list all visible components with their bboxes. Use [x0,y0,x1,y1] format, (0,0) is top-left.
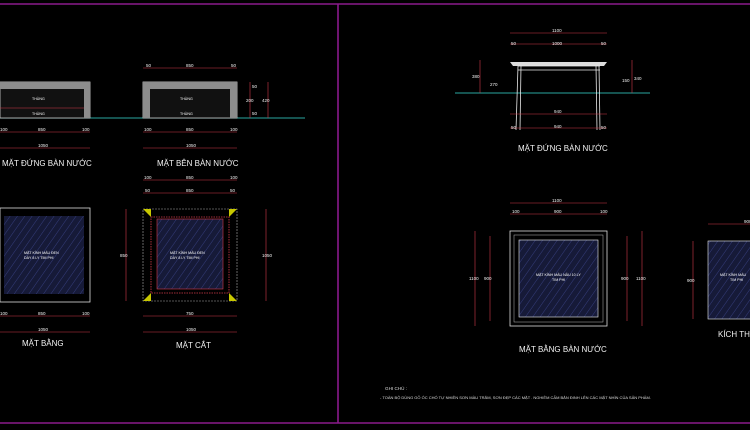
dim: 900 [621,276,629,281]
glass-label: TIM PHI [730,278,743,282]
side-elevation: THÙNG THÙNG 50 850 50 100 850 100 1050 5… [142,63,270,168]
dim: 50 [252,84,258,89]
title-right-plan: MẶT BẰNG BÀN NƯỚC [519,345,607,354]
dim: 900 [554,209,562,214]
dim: 850 [38,127,46,132]
dim: 50 [145,188,151,193]
dim: 50 [511,125,517,130]
dim: 1050 [38,143,49,148]
dim: 1000 [552,41,563,46]
dim: 100 [82,127,90,132]
dim: 270 [490,82,498,87]
label-thung-top: THÙNG [32,96,45,101]
front-elevation: THÙNG THÙNG 100 850 100 1050 MẶT ĐỨNG BÀ… [0,81,305,168]
glass-label: TIM PHI [552,278,565,282]
dim: 1050 [262,253,273,258]
dim: 850 [120,253,128,258]
dim: 900 [744,219,750,224]
dim: 900 [687,278,695,283]
dim: 1100 [636,276,646,281]
right-plan: MẶT KÍNH MÀU NÂU 10 LY TIM PHI 1100 100 … [469,198,646,354]
dim: 850 [186,127,194,132]
label-thung-bottom: THÙNG [32,111,45,116]
partial-view: MẶT KÍNH MÀU TIM PHI 900 900 KÍCH THƯ [687,219,750,339]
dim: 100 [0,311,8,316]
dim: 1050 [186,327,197,332]
label-thung-bottom: THÙNG [180,111,193,116]
label-thung-top: THÙNG [180,96,193,101]
title-plan: MẶT BẰNG [22,339,64,348]
dim: 750 [186,311,194,316]
dim: 940 [554,124,562,129]
title-right-elevation: MẶT ĐỨNG BÀN NƯỚC [518,144,608,153]
dim: 150 [622,78,630,83]
dim: 1050 [38,327,49,332]
dim: 100 [144,127,152,132]
dim: 1100 [469,276,479,281]
dim: 50 [230,188,236,193]
dim: 850 [186,188,194,193]
dim: 940 [554,109,562,114]
dim: 50 [511,41,517,46]
dim: 850 [186,175,194,180]
glass-label: MẶT KÍNH MÀU ĐEN [170,251,205,255]
dim: 100 [230,175,238,180]
dim: 380 [472,74,480,79]
right-elevation: 1100 50 1000 50 940 50 940 50 380 270 15… [455,28,650,153]
dim: 100 [82,311,90,316]
plan-view: MẶT KÍNH MÀU ĐEN DÀY 8 LY TIM PHI 100 85… [0,207,91,348]
title-partial: KÍCH THƯ [718,330,750,339]
dim: 420 [262,98,270,103]
notes-heading: GHI CHÚ : [385,385,407,391]
glass-label: MẶT KÍNH MÀU ĐEN [24,251,59,255]
dim: 1100 [552,28,562,33]
dim: 50 [252,111,258,116]
dim: 850 [38,311,46,316]
dim: 50 [146,63,152,68]
notes: GHI CHÚ : - TOÀN BỘ DÙNG GỖ ÓC CHÓ TỰ NH… [380,385,651,400]
dim: 850 [186,63,194,68]
dim: 100 [600,209,608,214]
dim: 100 [144,175,152,180]
dim: 100 [0,127,8,132]
dim: 340 [634,76,642,81]
dim: 50 [601,125,607,130]
title-front-elevation: MẶT ĐỨNG BÀN NƯỚC [2,159,92,168]
section-view: MẶT KÍNH MÀU ĐEN DÀY 8 LY TIM PHI 100 85… [120,175,273,350]
glass-label: MẶT KÍNH MÀU NÂU 10 LY [536,273,581,277]
notes-line: - TOÀN BỘ DÙNG GỖ ÓC CHÓ TỰ NHIÊN SƠN MÀ… [380,395,651,400]
glass-label: DÀY 8 LY TIM PHI [24,256,54,260]
glass-label: DÀY 8 LY TIM PHI [170,256,200,260]
dim: 50 [601,41,607,46]
dim: 50 [231,63,237,68]
dim: 1100 [552,198,562,203]
dim: 1050 [186,143,197,148]
dim: 100 [512,209,520,214]
glass-label: MẶT KÍNH MÀU [720,273,746,277]
dim: 100 [230,127,238,132]
title-side-elevation: MẶT BÊN BÀN NƯỚC [157,159,239,168]
title-section: MẶT CẮT [176,341,211,350]
dim: 900 [484,276,492,281]
dim: 200 [246,98,254,103]
